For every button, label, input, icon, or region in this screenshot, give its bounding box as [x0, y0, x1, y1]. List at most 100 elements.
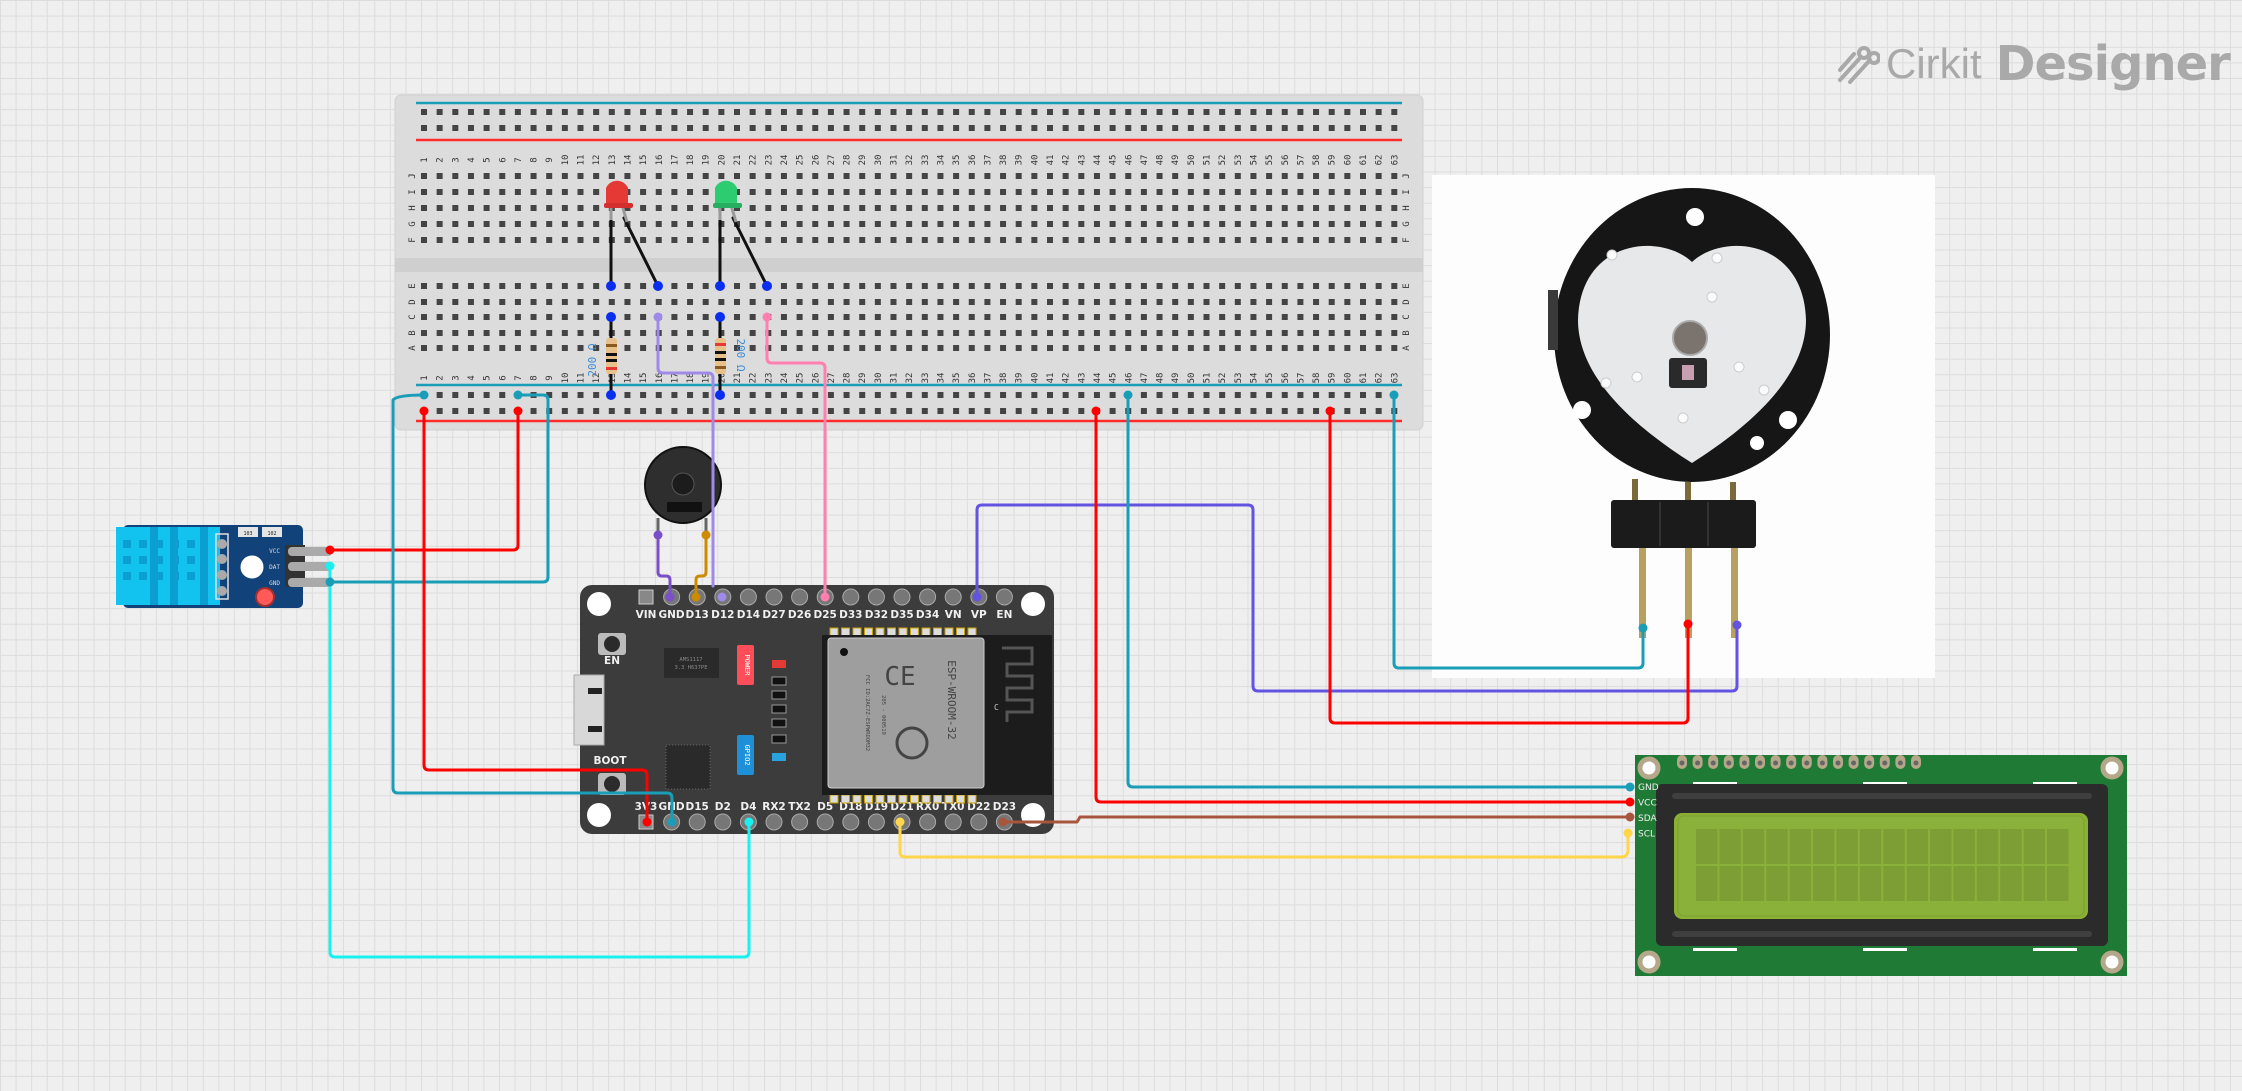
- breadboard-hole[interactable]: [874, 330, 881, 336]
- breadboard-hole[interactable]: [514, 189, 521, 195]
- breadboard-hole[interactable]: [1078, 299, 1085, 305]
- breadboard-hole[interactable]: [1344, 189, 1351, 195]
- wire-endpoint[interactable]: [325, 577, 335, 587]
- breadboard-hole[interactable]: [1360, 125, 1366, 131]
- connection-node[interactable]: [715, 390, 725, 400]
- breadboard-hole[interactable]: [577, 205, 584, 211]
- breadboard-hole[interactable]: [1313, 221, 1320, 227]
- breadboard-hole[interactable]: [734, 408, 740, 414]
- breadboard-hole[interactable]: [671, 392, 678, 398]
- breadboard-hole[interactable]: [1000, 408, 1007, 414]
- breadboard-hole[interactable]: [874, 299, 881, 305]
- breadboard-hole[interactable]: [1281, 205, 1288, 211]
- breadboard-hole[interactable]: [1047, 345, 1053, 351]
- breadboard-hole[interactable]: [1391, 330, 1398, 336]
- connection-node[interactable]: [715, 281, 725, 291]
- breadboard-hole[interactable]: [921, 109, 928, 115]
- breadboard-hole[interactable]: [499, 345, 506, 351]
- breadboard-hole[interactable]: [890, 392, 897, 398]
- breadboard-hole[interactable]: [1391, 299, 1398, 305]
- breadboard-hole[interactable]: [843, 330, 850, 336]
- breadboard-hole[interactable]: [984, 330, 991, 336]
- breadboard-hole[interactable]: [1093, 237, 1100, 243]
- breadboard-hole[interactable]: [1328, 330, 1335, 336]
- breadboard-hole[interactable]: [1062, 330, 1069, 336]
- breadboard-hole[interactable]: [1375, 109, 1382, 115]
- breadboard-hole[interactable]: [812, 189, 819, 195]
- breadboard-hole[interactable]: [624, 173, 631, 179]
- breadboard-hole[interactable]: [1375, 125, 1382, 131]
- breadboard-hole[interactable]: [624, 299, 631, 305]
- breadboard-hole[interactable]: [1250, 125, 1257, 131]
- breadboard-hole[interactable]: [1344, 408, 1351, 414]
- breadboard-hole[interactable]: [1234, 189, 1241, 195]
- breadboard-hole[interactable]: [1078, 109, 1085, 115]
- breadboard-hole[interactable]: [1187, 173, 1194, 179]
- breadboard-hole[interactable]: [1375, 314, 1382, 320]
- breadboard-hole[interactable]: [499, 299, 506, 305]
- breadboard-hole[interactable]: [921, 173, 928, 179]
- breadboard-hole[interactable]: [984, 189, 991, 195]
- breadboard-hole[interactable]: [890, 173, 897, 179]
- breadboard-hole[interactable]: [1344, 221, 1351, 227]
- breadboard-hole[interactable]: [655, 237, 662, 243]
- breadboard-hole[interactable]: [436, 330, 443, 336]
- breadboard-hole[interactable]: [765, 189, 772, 195]
- breadboard-hole[interactable]: [1062, 109, 1069, 115]
- breadboard-hole[interactable]: [906, 345, 913, 351]
- breadboard-hole[interactable]: [1250, 237, 1257, 243]
- breadboard-hole[interactable]: [483, 189, 490, 195]
- breadboard-hole[interactable]: [1031, 237, 1038, 243]
- breadboard-hole[interactable]: [561, 299, 568, 305]
- breadboard-hole[interactable]: [906, 173, 913, 179]
- breadboard-hole[interactable]: [1360, 408, 1366, 414]
- breadboard-hole[interactable]: [812, 283, 819, 289]
- breadboard-hole[interactable]: [1156, 330, 1163, 336]
- breadboard-hole[interactable]: [937, 330, 944, 336]
- breadboard-hole[interactable]: [921, 299, 928, 305]
- breadboard-hole[interactable]: [1250, 109, 1257, 115]
- wire-endpoint[interactable]: [972, 592, 982, 602]
- breadboard-hole[interactable]: [796, 173, 803, 179]
- breadboard-hole[interactable]: [1000, 299, 1007, 305]
- breadboard-hole[interactable]: [827, 125, 834, 131]
- breadboard-hole[interactable]: [796, 125, 803, 131]
- breadboard-hole[interactable]: [843, 173, 850, 179]
- breadboard-hole[interactable]: [827, 173, 834, 179]
- breadboard-hole[interactable]: [1109, 408, 1116, 414]
- breadboard-hole[interactable]: [1219, 205, 1226, 211]
- breadboard-hole[interactable]: [874, 408, 881, 414]
- wire-endpoint[interactable]: [691, 592, 701, 602]
- breadboard-hole[interactable]: [577, 221, 584, 227]
- breadboard-hole[interactable]: [1000, 283, 1007, 289]
- breadboard-hole[interactable]: [1250, 392, 1257, 398]
- breadboard-hole[interactable]: [1297, 109, 1304, 115]
- breadboard-hole[interactable]: [436, 109, 443, 115]
- breadboard-hole[interactable]: [1328, 237, 1335, 243]
- wire-endpoint[interactable]: [419, 406, 429, 416]
- breadboard-hole[interactable]: [1078, 314, 1085, 320]
- breadboard-hole[interactable]: [734, 125, 740, 131]
- breadboard-hole[interactable]: [1360, 330, 1366, 336]
- breadboard-hole[interactable]: [718, 299, 725, 305]
- breadboard-hole[interactable]: [1203, 299, 1210, 305]
- breadboard-hole[interactable]: [702, 345, 709, 351]
- breadboard-hole[interactable]: [1219, 345, 1226, 351]
- wire-endpoint[interactable]: [1732, 620, 1742, 630]
- breadboard-hole[interactable]: [1313, 109, 1320, 115]
- wire-endpoint[interactable]: [1625, 782, 1635, 792]
- breadboard-hole[interactable]: [968, 205, 975, 211]
- breadboard-hole[interactable]: [718, 408, 725, 414]
- breadboard-hole[interactable]: [1219, 125, 1226, 131]
- breadboard-hole[interactable]: [1219, 283, 1226, 289]
- breadboard-hole[interactable]: [1203, 173, 1210, 179]
- breadboard-hole[interactable]: [1313, 205, 1320, 211]
- breadboard-hole[interactable]: [687, 330, 694, 336]
- breadboard-hole[interactable]: [483, 330, 490, 336]
- breadboard-hole[interactable]: [1093, 125, 1100, 131]
- wire-endpoint[interactable]: [653, 530, 663, 540]
- breadboard-hole[interactable]: [843, 314, 850, 320]
- breadboard-hole[interactable]: [937, 205, 944, 211]
- breadboard-hole[interactable]: [1140, 392, 1147, 398]
- breadboard-hole[interactable]: [1015, 221, 1022, 227]
